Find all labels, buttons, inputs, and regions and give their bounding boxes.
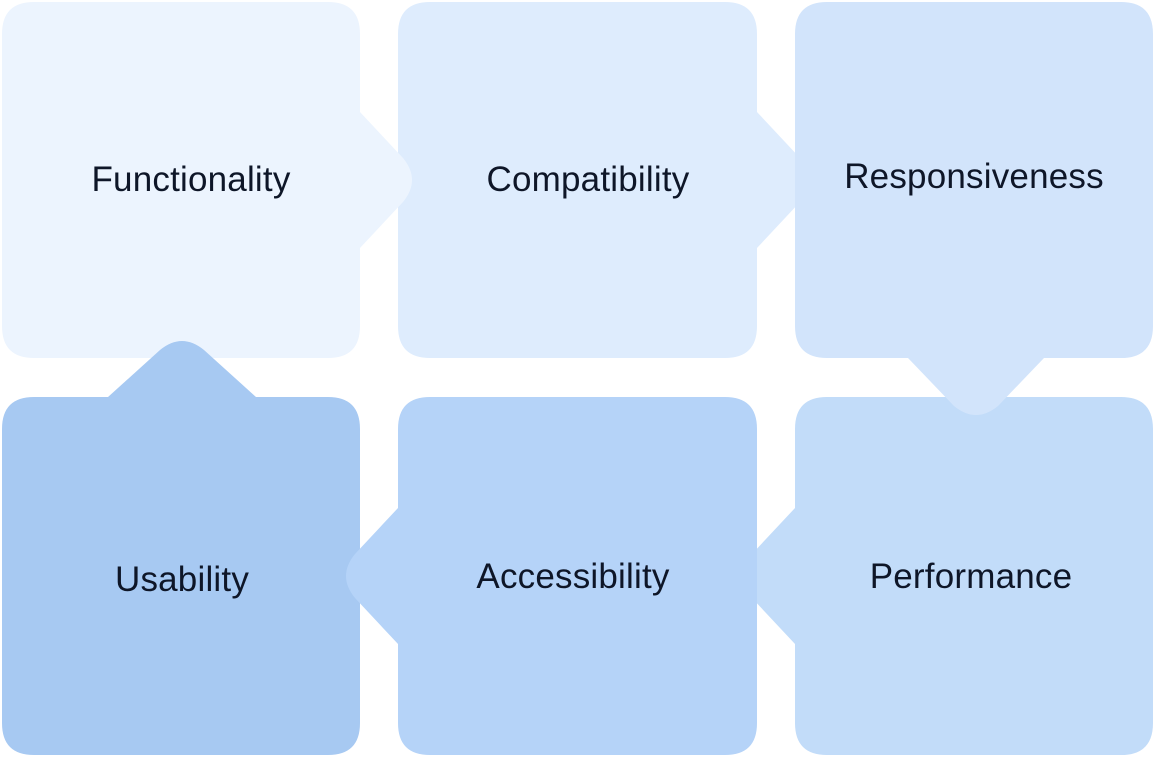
step-label-responsiveness: Responsiveness bbox=[844, 157, 1104, 196]
step-block-performance bbox=[743, 397, 1153, 755]
step-block-responsiveness bbox=[795, 2, 1153, 415]
step-label-functionality: Functionality bbox=[91, 160, 291, 199]
step-block-accessibility bbox=[346, 397, 757, 755]
step-label-accessibility: Accessibility bbox=[476, 557, 670, 596]
step-block-usability bbox=[2, 341, 360, 755]
step-block-compatibility bbox=[398, 2, 809, 358]
step-label-performance: Performance bbox=[869, 557, 1073, 596]
step-label-compatibility: Compatibility bbox=[486, 160, 690, 199]
step-block-functionality bbox=[2, 2, 412, 358]
step-label-usability: Usability bbox=[114, 560, 250, 599]
